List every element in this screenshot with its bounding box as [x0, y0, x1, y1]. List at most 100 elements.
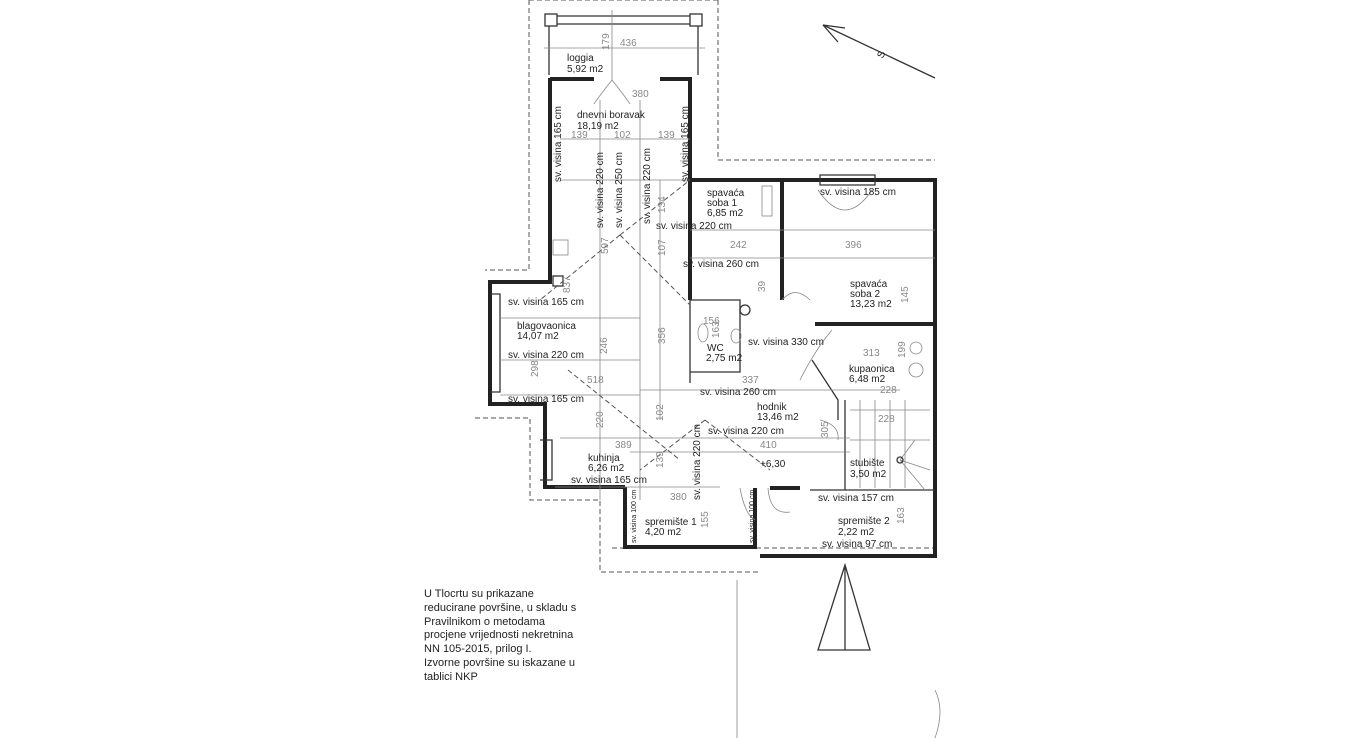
roof-outline — [475, 0, 935, 573]
room-area: 4,20 m2 — [645, 527, 682, 538]
north-arrow: S — [822, 24, 936, 79]
walls — [488, 77, 937, 558]
dim-label: 380 — [670, 492, 687, 503]
room-area: 6,85 m2 — [707, 208, 744, 219]
site-triangle — [736, 562, 941, 738]
dim-label: 145 — [900, 286, 911, 303]
room-name: soba 2 — [850, 289, 880, 300]
height-label: sv. visina 250 cm — [614, 152, 625, 228]
height-label: sv. visina 220 cm — [656, 221, 732, 232]
dim-label: 246 — [599, 337, 610, 354]
room-name: spremište 2 — [838, 516, 890, 527]
room-area: 13,23 m2 — [850, 299, 892, 310]
height-label: sv. visina 165 cm — [508, 394, 584, 405]
dim-label: 597 — [600, 237, 611, 254]
room-name: spavaća — [850, 279, 888, 290]
dim-label: 837 — [562, 276, 573, 293]
room-name: soba 1 — [707, 198, 737, 209]
dim-label: 242 — [730, 240, 747, 251]
dim-label: 436 — [620, 38, 637, 49]
dim-label: 39 — [757, 280, 768, 292]
dimension-numbers: 436 179 380 139 102 134 139 242 396 107 … — [530, 33, 911, 528]
note-line: Pravilnikom o metodama — [424, 615, 546, 628]
room-name: hodnik — [757, 402, 787, 413]
note-line: reducirane površine, u skladu s — [424, 601, 577, 614]
room-area: 6,48 m2 — [849, 374, 886, 385]
dim-label: 228 — [880, 385, 897, 396]
level-mark: +6,30 — [760, 459, 786, 470]
height-label: sv. visina 260 cm — [700, 387, 776, 398]
room-name: spremište 1 — [645, 517, 697, 528]
room-area: 2,22 m2 — [838, 527, 875, 538]
dim-label: 298 — [530, 360, 541, 377]
room-name: blagovaonica — [517, 321, 576, 332]
dim-label: 163 — [896, 507, 907, 524]
height-label: sv. visina 220 cm — [708, 426, 784, 437]
dim-label: 139 — [658, 130, 675, 141]
dim-label: 163 — [711, 321, 722, 338]
height-label: sv. visina 165 cm — [508, 297, 584, 308]
dim-label: 518 — [587, 375, 604, 386]
room-area: 5,92 m2 — [567, 64, 604, 75]
room-name: dnevni boravak — [577, 110, 646, 121]
note-line: tablici NKP — [424, 670, 478, 683]
dim-label: 337 — [742, 375, 759, 386]
height-label: sv. visina 165 cm — [553, 106, 564, 182]
room-name: kuhinja — [588, 453, 620, 464]
dim-label: 179 — [601, 33, 612, 50]
dim-label: 102 — [655, 404, 666, 421]
height-label: sv. visina 100 cm — [631, 490, 638, 543]
north-label: S — [875, 49, 888, 60]
height-label: sv. visina 260 cm — [683, 259, 759, 270]
room-name: WC — [707, 343, 724, 354]
room-area: 18,19 m2 — [577, 121, 619, 132]
note-line: Izvorne površine su iskazane u — [424, 656, 576, 669]
height-label: sv. visina 165 cm — [680, 106, 691, 182]
note-line: procjene vrijednosti nekretnina — [424, 629, 574, 642]
dim-label: 156 — [703, 316, 720, 327]
dim-label: 134 — [657, 196, 668, 213]
height-labels: sv. visina 165 cm sv. visina 165 cm sv. … — [508, 106, 896, 550]
dim-label: 410 — [760, 440, 777, 451]
room-name: kupaonica — [849, 364, 895, 375]
room-area: 2,75 m2 — [706, 353, 743, 364]
height-label: sv. visina 220 cm — [595, 152, 606, 228]
note-line: U Tlocrtu su prikazane — [424, 588, 534, 600]
dim-label: 356 — [657, 327, 668, 344]
height-label: sv. visina 100 cm — [749, 490, 756, 543]
dim-label: 305 — [820, 421, 831, 438]
staircase — [850, 400, 931, 491]
room-area: 6,26 m2 — [588, 463, 625, 474]
room-name: loggia — [567, 53, 594, 64]
dim-label: 107 — [657, 239, 668, 256]
height-label: sv. visina 185 cm — [820, 187, 896, 198]
room-labels: loggia 5,92 m2 dnevni boravak 18,19 m2 s… — [517, 53, 895, 538]
height-label: sv. visina 157 cm — [818, 493, 894, 504]
height-label: sv. visina 97 cm — [822, 539, 892, 550]
room-area: 13,46 m2 — [757, 412, 799, 423]
dim-label: 380 — [632, 89, 649, 100]
dim-label: 220 — [595, 411, 606, 428]
dim-label: 396 — [845, 240, 862, 251]
dim-label: 228 — [878, 414, 895, 425]
dim-label: 155 — [700, 511, 711, 528]
height-label: sv. visina 220 cm — [692, 424, 703, 500]
dim-label: 139 — [655, 451, 666, 468]
room-name: spavaća — [707, 188, 745, 199]
room-area: 3,50 m2 — [850, 469, 887, 480]
loggia-frame — [544, 10, 705, 80]
area-note: U Tlocrtu su prikazane reducirane površi… — [424, 588, 576, 685]
dim-label: 389 — [615, 440, 632, 451]
dim-label: 139 — [571, 130, 588, 141]
dimension-lines — [500, 100, 935, 500]
height-label: sv. visina 220 cm — [508, 350, 584, 361]
dim-label: 313 — [863, 348, 880, 359]
dim-label: 199 — [897, 341, 908, 358]
note-line: NN 105-2015, prilog I. — [424, 643, 532, 656]
height-label: sv. visina 330 cm — [748, 337, 824, 348]
dim-label: 102 — [614, 130, 631, 141]
height-label: sv. visina 165 cm — [571, 475, 647, 486]
room-area: 14,07 m2 — [517, 331, 559, 342]
room-name: stubište — [850, 458, 885, 469]
